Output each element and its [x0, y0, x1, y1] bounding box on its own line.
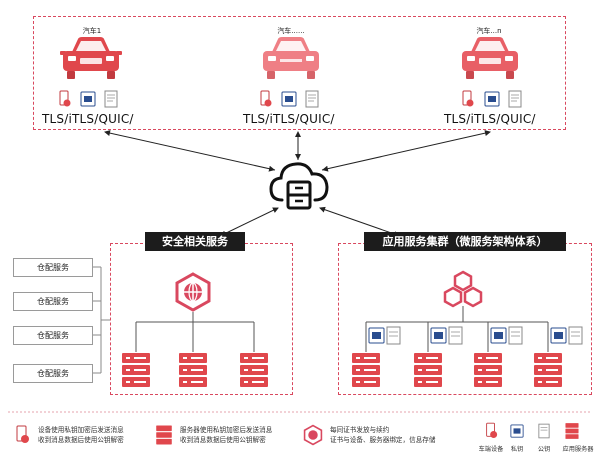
device-icon [260, 90, 272, 107]
security-hub-icon [175, 272, 211, 312]
legend-server-line1: 服务器使用私钥加密后发送消息 [180, 426, 273, 434]
car-icon [462, 37, 518, 79]
server-icon [414, 353, 442, 387]
security-service-title: 安全相关服务 [145, 232, 245, 251]
device-icon [486, 422, 498, 438]
server-icon [565, 423, 579, 439]
private-key-icon [510, 424, 524, 438]
public-key-icon [305, 90, 319, 108]
car-label: 汽车...... [277, 27, 305, 35]
protocol-label: TLS/iTLS/QUIC/ [243, 112, 335, 126]
vehicles-box [33, 16, 566, 130]
key-pair-icon [430, 326, 463, 345]
cloud-server-icon [269, 162, 329, 210]
warehouse-service-item: 仓配服务 [13, 258, 93, 277]
legend-label-device: 车端设备 [478, 446, 504, 453]
security-hub-icon [303, 424, 323, 446]
cluster-icon [443, 270, 483, 308]
private-key-icon [281, 91, 297, 107]
warehouse-service-item: 仓配服务 [13, 292, 93, 311]
device-icon [59, 90, 71, 107]
server-icon [122, 353, 150, 387]
private-key-icon [80, 91, 96, 107]
legend-server-line2: 收到消息数据后使用公钥解密 [180, 436, 266, 444]
key-pair-icon [490, 326, 523, 345]
server-icon [352, 353, 380, 387]
device-icon [462, 90, 474, 107]
legend-cert-line1: 每同证书发放与续约 [330, 426, 390, 434]
device-icon [16, 425, 29, 443]
server-icon [534, 353, 562, 387]
protocol-label: TLS/iTLS/QUIC/ [42, 112, 134, 126]
protocol-label: TLS/iTLS/QUIC/ [444, 112, 536, 126]
public-key-icon [538, 423, 550, 439]
key-pair-icon [368, 326, 401, 345]
app-cluster-title: 应用服务集群（微服务架构体系） [364, 232, 566, 251]
public-key-icon [104, 90, 118, 108]
car-label: 汽车1 [82, 27, 102, 35]
warehouse-service-item: 仓配服务 [13, 364, 93, 383]
legend-label-private-key: 私钥 [510, 446, 524, 453]
car-label: 汽车...n [476, 27, 502, 35]
car-icon [263, 37, 319, 79]
private-key-icon [484, 91, 500, 107]
car-icon [60, 37, 122, 79]
server-icon [240, 353, 268, 387]
warehouse-service-item: 仓配服务 [13, 326, 93, 345]
legend-label-app-server: 应用服务器 [562, 446, 594, 453]
legend-device-line1: 设备使用私钥加密后发送消息 [38, 426, 124, 434]
server-icon [179, 353, 207, 387]
server-icon [474, 353, 502, 387]
legend-label-public-key: 公钥 [537, 446, 551, 453]
legend-device-line2: 收到消息数据后使用公钥解密 [38, 436, 124, 444]
public-key-icon [508, 90, 522, 108]
key-pair-icon [550, 326, 583, 345]
legend-cert-line2: 证书与设备、服务器绑定，信息存储 [330, 436, 436, 444]
server-icon [156, 425, 172, 445]
